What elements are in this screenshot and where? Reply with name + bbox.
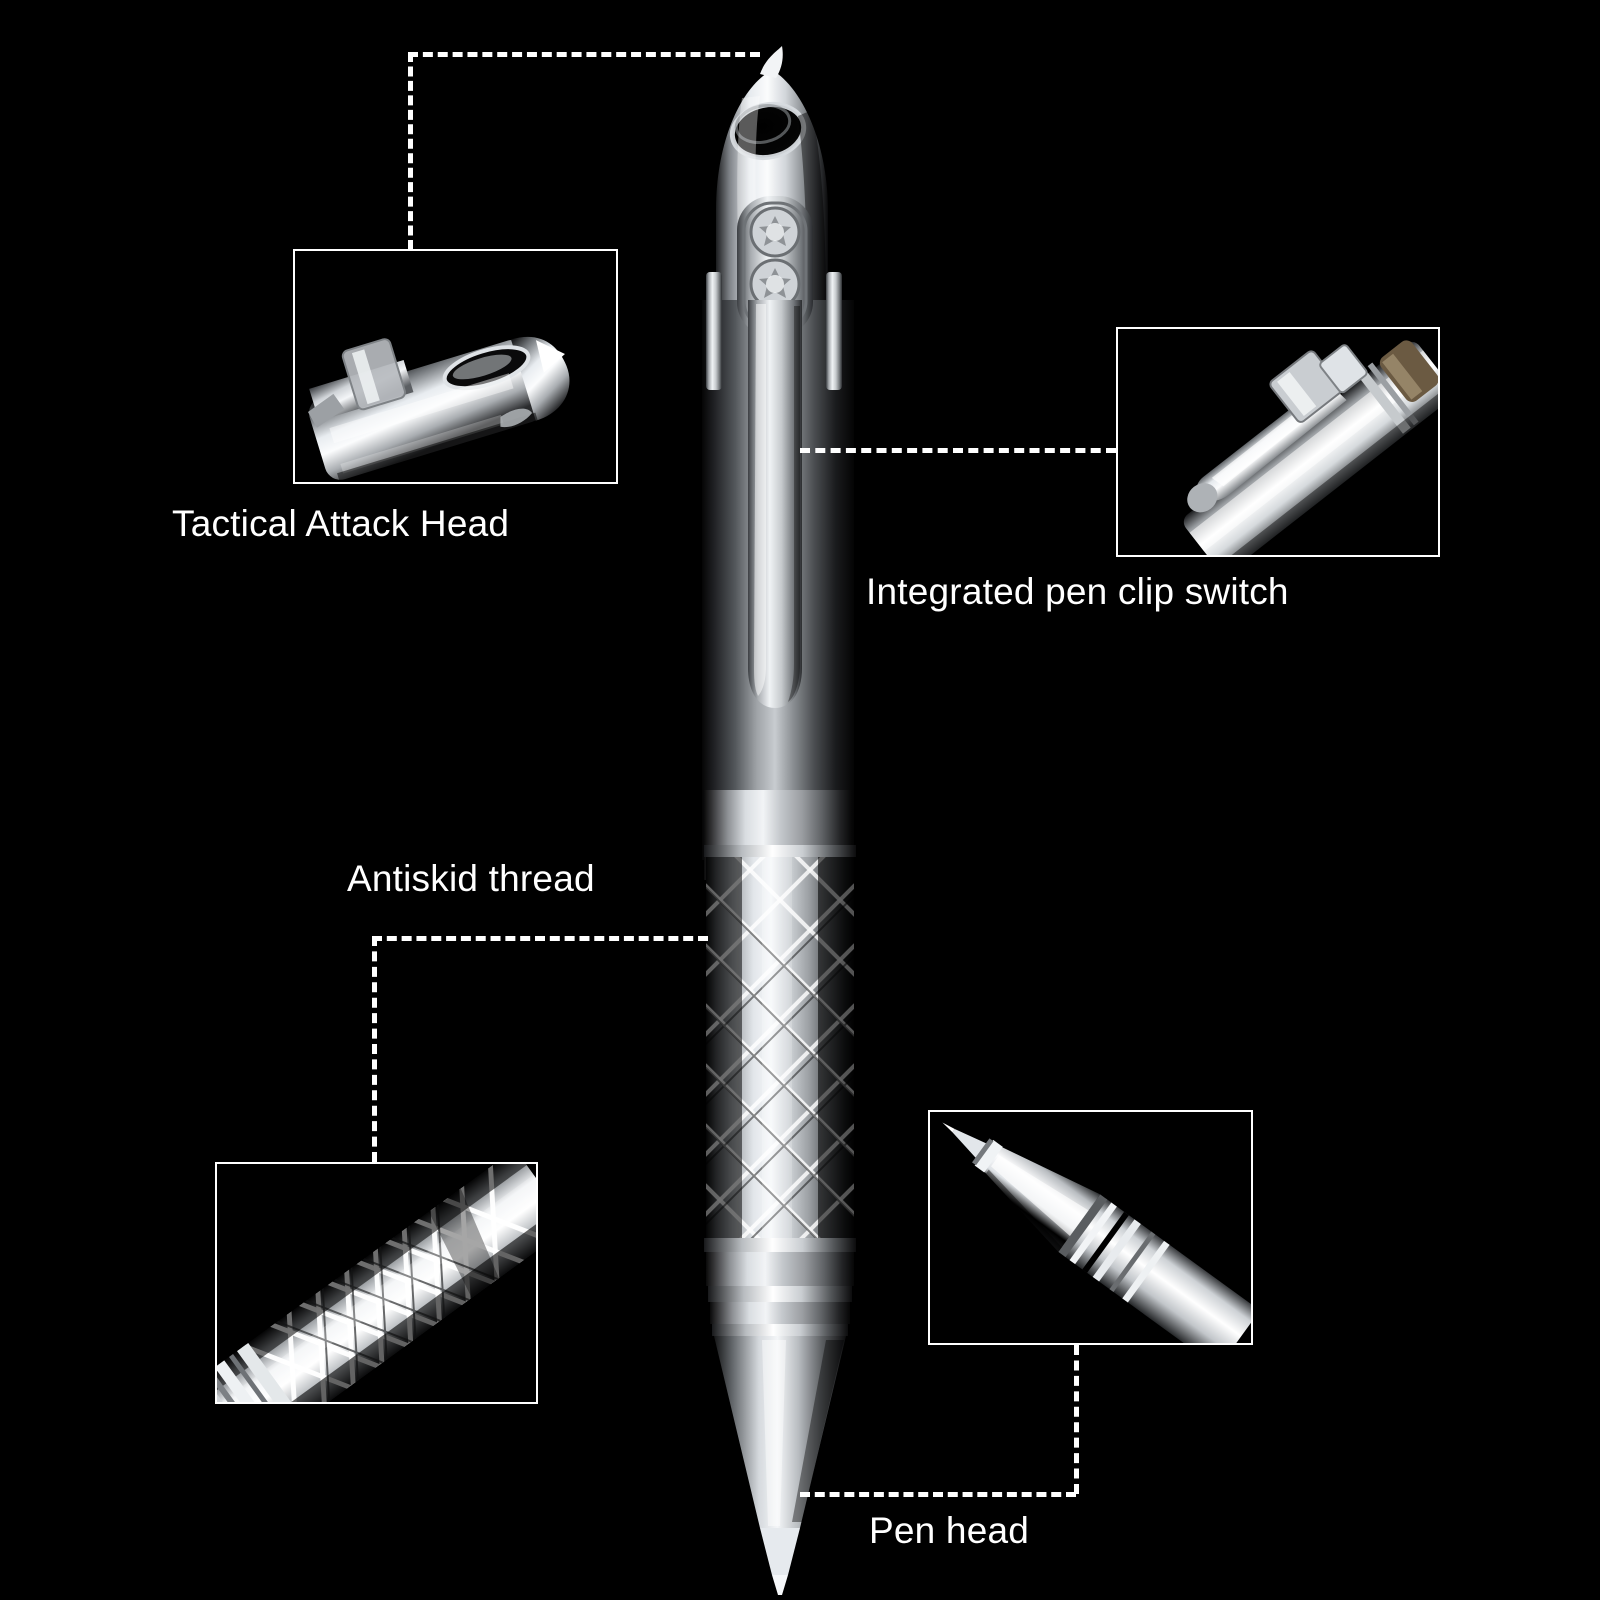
label-pen-head: Pen head	[869, 1510, 1030, 1551]
leader-line-pen-head-horizontal	[800, 1492, 1076, 1497]
leader-line-antiskid-vertical	[372, 936, 377, 1162]
inset-tactical-attack-head	[293, 249, 618, 484]
leader-line-antiskid-horizontal	[372, 936, 708, 941]
inset-image-knurled-grip-closeup	[217, 1164, 536, 1402]
inset-integrated-pen-clip-switch	[1116, 327, 1440, 557]
inset-pen-head	[928, 1110, 1253, 1345]
inset-image-pen-ball-tip-closeup	[930, 1112, 1251, 1343]
leader-line-tactical-head-vertical	[408, 52, 413, 250]
inset-image-pen-tip-closeup	[295, 251, 616, 482]
label-integrated-pen-clip-switch: Integrated pen clip switch	[866, 571, 1289, 612]
label-tactical-attack-head: Tactical Attack Head	[172, 503, 510, 544]
inset-antiskid-thread	[215, 1162, 538, 1404]
leader-line-pen-head-vertical	[1074, 1345, 1079, 1494]
leader-line-tactical-head-horizontal	[408, 52, 760, 57]
inset-image-pen-clip-closeup	[1118, 329, 1438, 555]
leader-line-clip-switch-horizontal	[800, 448, 1116, 453]
label-antiskid-thread: Antiskid thread	[347, 858, 595, 899]
